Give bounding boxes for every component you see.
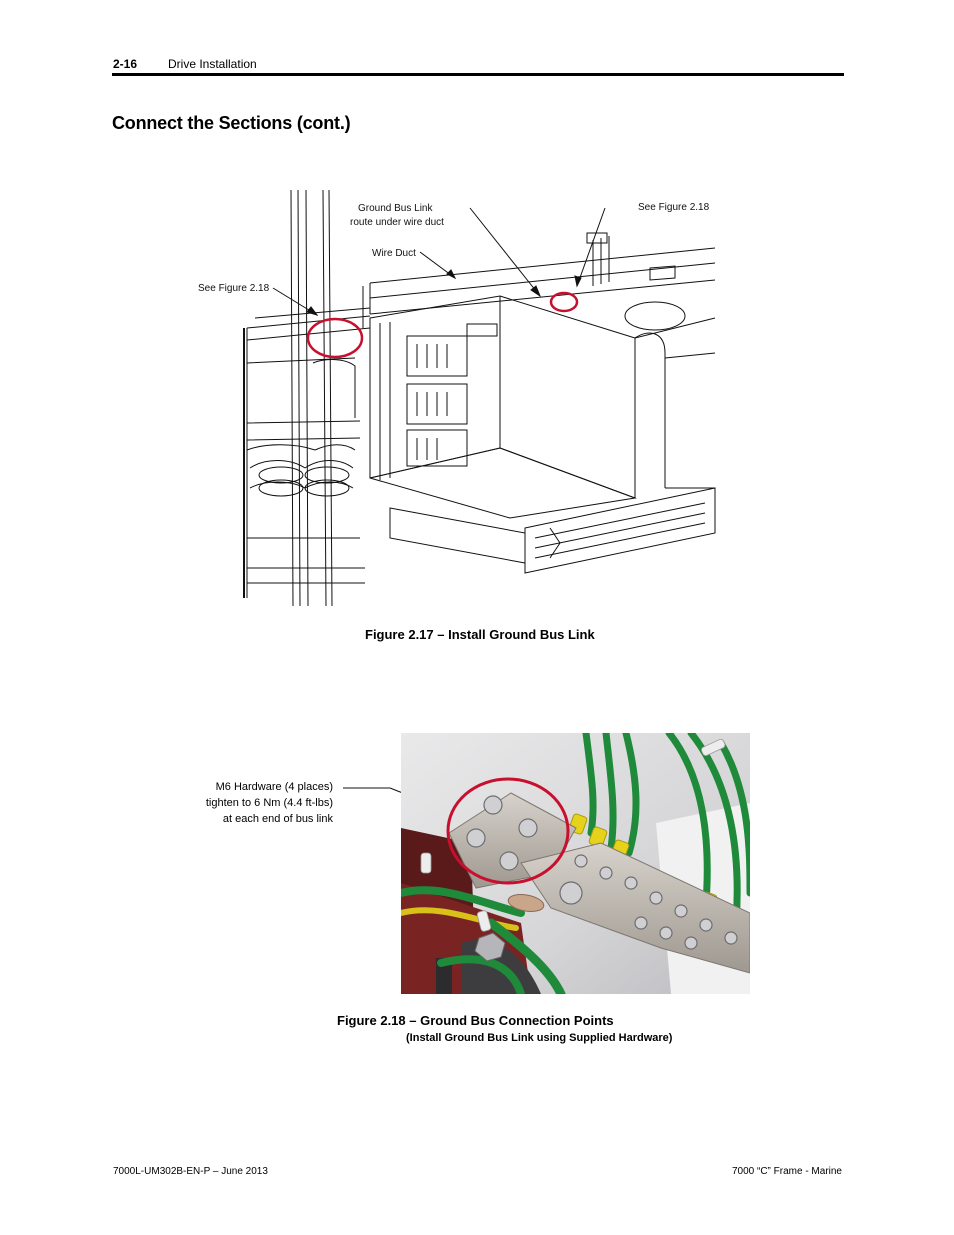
figure-2-17-caption: Figure 2.17 – Install Ground Bus Link	[365, 627, 595, 642]
callout-line-1: M6 Hardware (4 places)	[215, 781, 333, 793]
label-see-figure-left: See Figure 2.18	[198, 283, 270, 294]
page-title: Connect the Sections (cont.)	[112, 113, 351, 133]
figure-2-18-caption: Figure 2.18 – Ground Bus Connection Poin…	[337, 1013, 614, 1028]
callout-line-3: at each end of bus link	[222, 813, 333, 825]
highlight-circle-right	[549, 291, 579, 313]
label-ground-bus-link: Ground Bus Link	[358, 203, 433, 214]
figure-2-17-svg: Ground Bus Link route under wire duct Se…	[198, 189, 716, 607]
label-route-under-duct: route under wire duct	[350, 217, 444, 228]
footer-product: 7000 “C” Frame - Marine	[731, 1166, 842, 1177]
figure-2-17-drawing: Ground Bus Link route under wire duct Se…	[195, 188, 717, 608]
footer-publication: 7000L-UM302B-EN-P – June 2013	[113, 1166, 268, 1177]
section-name: Drive Installation	[168, 57, 257, 71]
figure-2-18-photo	[401, 733, 750, 994]
header-rule	[112, 73, 844, 76]
m6-hardware-callout: M6 Hardware (4 places) tighten to 6 Nm (…	[150, 779, 333, 827]
highlight-circle-m6	[446, 777, 570, 885]
label-see-figure-right: See Figure 2.18	[638, 202, 710, 213]
callout-line-2: tighten to 6 Nm (4.4 ft-lbs)	[205, 797, 333, 809]
page-number: 2-16	[113, 57, 138, 71]
label-wire-duct: Wire Duct	[372, 248, 416, 259]
highlight-circle-left	[306, 317, 364, 359]
figure-2-18-subcaption: (Install Ground Bus Link using Supplied …	[406, 1032, 673, 1044]
